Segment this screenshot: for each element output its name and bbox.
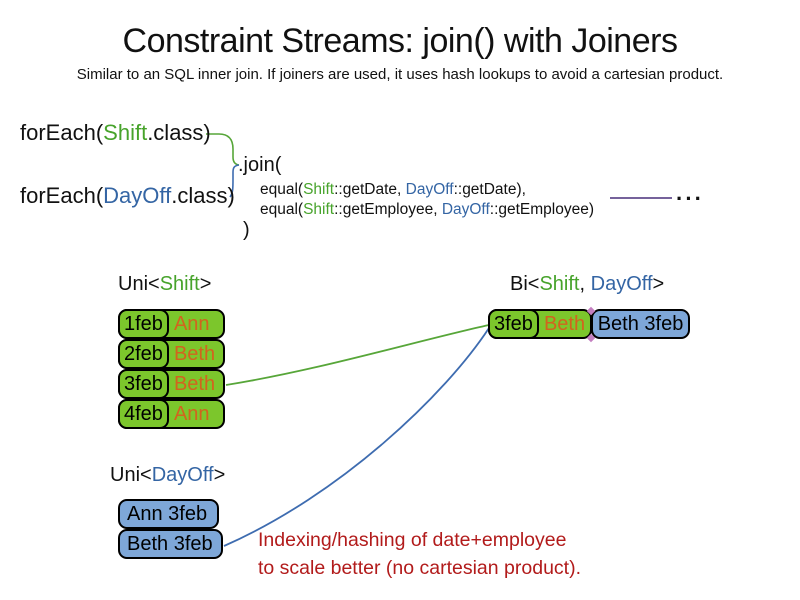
note-line: Indexing/hashing of date+employee <box>258 529 567 551</box>
label-text: Uni< <box>118 273 160 295</box>
bi-shift-part: 3feb Beth <box>488 309 592 339</box>
date-cell: 1feb <box>118 309 169 339</box>
dayoff-class-name: DayOff <box>151 464 214 486</box>
table-row: 4feb Ann <box>118 399 225 429</box>
shift-to-bi-line <box>225 324 490 386</box>
code-equal-date: equal(Shift::getDate, DayOff::getDate), <box>260 181 526 199</box>
brace-green-line <box>206 133 240 166</box>
code-join-open: .join( <box>238 154 282 176</box>
label-text: > <box>199 273 212 295</box>
shift-class-name: Shift <box>103 120 148 145</box>
page-title: Constraint Streams: join() with Joiners <box>122 22 678 60</box>
label-text: > <box>652 273 665 295</box>
more-joiners-ellipsis: ··· <box>676 186 704 211</box>
date-cell: 3feb <box>488 309 539 339</box>
shift-class-name: Shift <box>159 273 200 295</box>
dayoff-class-name: DayOff <box>103 183 172 208</box>
indexing-note: Indexing/hashing of date+employee to sca… <box>258 526 581 582</box>
bi-label: Bi<Shift, DayOff> <box>510 273 664 296</box>
code-text: ::getEmployee) <box>489 201 595 218</box>
code-text: equal( <box>260 181 304 198</box>
label-text: Uni< <box>110 464 152 486</box>
employee-cell: Beth <box>173 342 216 365</box>
employee-cell: Ann <box>173 402 210 425</box>
note-line: to scale better (no cartesian product). <box>258 557 581 579</box>
dayoff-class-name: DayOff <box>405 181 454 198</box>
code-text: ::getEmployee, <box>334 201 442 218</box>
table-row: 2feb Beth <box>118 339 225 369</box>
code-text: equal( <box>260 201 304 218</box>
code-text: .class) <box>147 120 211 145</box>
employee-cell: Beth <box>543 312 586 335</box>
code-text: ::getDate), <box>453 181 526 198</box>
label-text: > <box>213 464 226 486</box>
bi-dayoff-part: Beth 3feb <box>591 309 690 339</box>
code-text: ::getDate, <box>334 181 406 198</box>
table-row: Ann 3feb <box>118 499 219 529</box>
uni-shift-label: Uni<Shift> <box>118 273 211 296</box>
dayoff-class-name: DayOff <box>590 273 653 295</box>
shift-class-name: Shift <box>303 201 335 218</box>
dayoff-to-bi-line <box>223 327 490 547</box>
label-text: , <box>579 273 591 295</box>
code-text: forEach( <box>20 120 104 145</box>
bi-result-row: 3feb Beth Beth 3feb <box>488 309 690 339</box>
table-row: 1feb Ann <box>118 309 225 339</box>
date-cell: 2feb <box>118 339 169 369</box>
code-text: forEach( <box>20 183 104 208</box>
date-cell: 3feb <box>118 369 169 399</box>
code-text: .class) <box>171 183 235 208</box>
uni-shift-table: 1feb Ann 2feb Beth 3feb Beth 4feb Ann <box>118 309 225 429</box>
code-foreach-dayoff: forEach(DayOff.class) <box>20 183 235 209</box>
table-row: 3feb Beth <box>118 369 225 399</box>
label-text: Bi< <box>510 273 540 295</box>
code-join-close: ) <box>243 219 250 241</box>
code-equal-employee: equal(Shift::getEmployee, DayOff::getEmp… <box>260 201 594 219</box>
dayoff-class-name: DayOff <box>441 201 490 218</box>
shift-class-name: Shift <box>303 181 335 198</box>
employee-cell: Ann <box>173 312 210 335</box>
shift-class-name: Shift <box>539 273 580 295</box>
page-subtitle: Similar to an SQL inner join. If joiners… <box>76 66 724 83</box>
code-foreach-shift: forEach(Shift.class) <box>20 120 211 146</box>
table-row: Beth 3feb <box>118 529 223 559</box>
employee-cell: Beth <box>173 372 216 395</box>
uni-dayoff-label: Uni<DayOff> <box>110 464 225 487</box>
date-cell: 4feb <box>118 399 169 429</box>
